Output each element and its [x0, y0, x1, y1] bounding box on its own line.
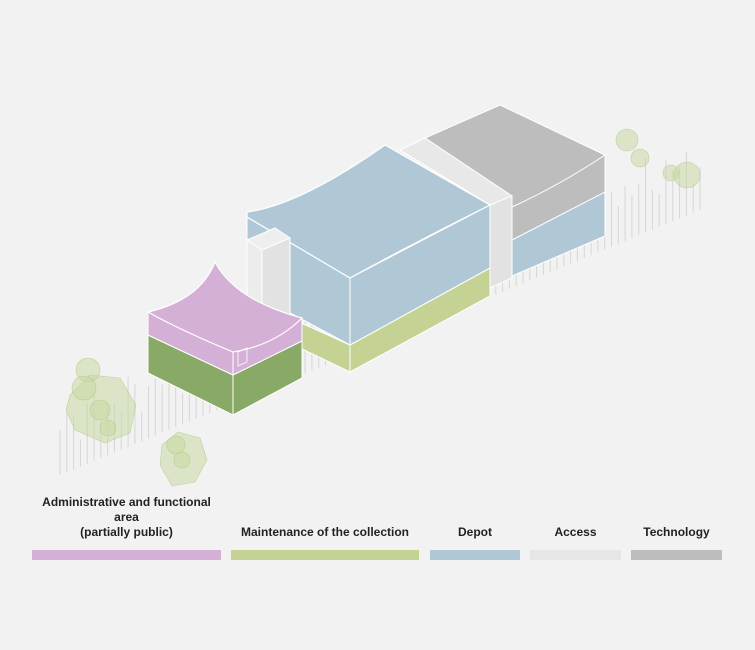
legend-swatch	[631, 550, 722, 560]
legend-label: Access	[554, 525, 597, 539]
building-axonometric-diagram	[59, 104, 701, 487]
tree	[630, 148, 650, 168]
tree	[99, 419, 117, 437]
tree	[173, 451, 191, 469]
tree	[166, 435, 186, 455]
legend-label: Technology	[643, 525, 710, 539]
legend-swatch	[530, 550, 621, 560]
tree	[615, 128, 639, 152]
legend-label: Depot	[458, 525, 492, 539]
legend-swatch	[231, 550, 419, 560]
legend-swatch	[32, 550, 221, 560]
administrative-block	[146, 260, 304, 416]
legend-label: Administrative and functional area (part…	[42, 495, 211, 539]
access-connector	[398, 137, 514, 289]
trees	[65, 128, 701, 487]
technology-block	[423, 104, 607, 277]
legend-label: Maintenance of the collection	[240, 525, 410, 539]
tree	[89, 399, 111, 421]
legend-swatch	[430, 550, 520, 560]
tree	[71, 375, 97, 401]
depot-block	[246, 144, 492, 373]
tree	[673, 161, 701, 189]
legend: Administrative and functional area (part…	[0, 495, 755, 620]
